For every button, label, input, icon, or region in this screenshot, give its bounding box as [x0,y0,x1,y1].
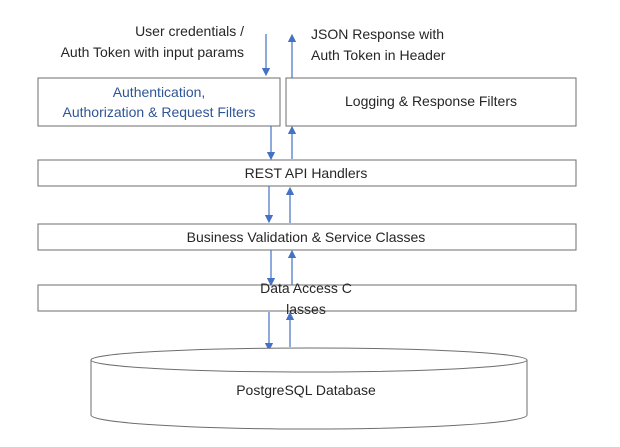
output-label-line2: Auth Token in Header [311,47,446,63]
output-label-line1: JSON Response with [311,26,444,42]
input-label-line2: Auth Token with input params [61,44,244,60]
rest-handlers-label: REST API Handlers [245,165,368,181]
rest-handlers-box [37,159,577,187]
data-access-label-line2: lasses [286,301,326,317]
business-services-label: Business Validation & Service Classes [187,229,426,245]
database-cylinder [90,347,528,430]
data-access-box [37,284,577,312]
auth-filters-label-line1: Authentication, [113,84,206,100]
input-label-line1: User credentials / [135,23,244,39]
database-label: PostgreSQL Database [236,382,376,398]
logging-filters-box [285,77,577,127]
data-access-label-line1: Data Access C [260,280,352,296]
auth-filters-box [37,77,281,127]
logging-filters-label: Logging & Response Filters [345,93,517,109]
auth-filters-label-line2: Authorization & Request Filters [63,104,256,120]
business-services-box [37,223,577,251]
